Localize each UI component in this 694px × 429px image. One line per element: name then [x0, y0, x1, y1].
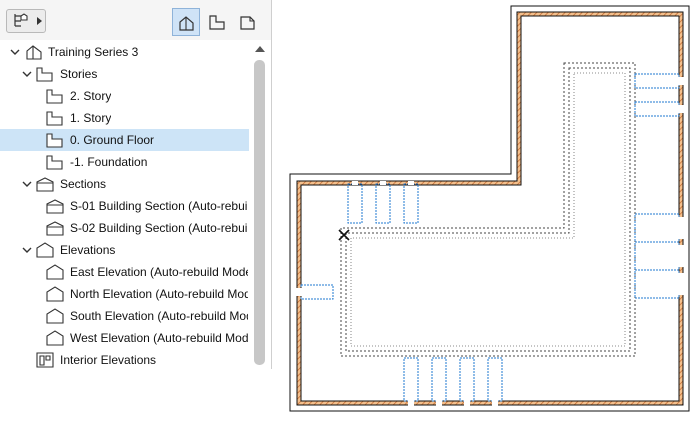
- chevron-down-icon[interactable]: [22, 69, 32, 79]
- story-icon: [46, 133, 63, 148]
- window[interactable]: [634, 101, 684, 117]
- view-map-icon: [209, 15, 225, 30]
- window[interactable]: [347, 181, 363, 224]
- scroll-up-icon[interactable]: [255, 46, 265, 52]
- tree-item-interior-elevations[interactable]: Interior Elevations: [0, 349, 249, 371]
- tree-label: S-02 Building Section (Auto-rebuild: [70, 221, 248, 235]
- section-icon: [46, 221, 64, 236]
- window[interactable]: [403, 357, 419, 406]
- navigator-panel: Training Series 3 Stories 2. Story 1. St…: [0, 0, 272, 369]
- layout-book-icon: [240, 16, 255, 30]
- tree-item-elevations[interactable]: Elevations: [0, 239, 249, 261]
- tree-label: West Elevation (Auto-rebuild Mode: [70, 331, 248, 345]
- window[interactable]: [634, 213, 684, 243]
- dropdown-arrow-icon: [37, 17, 42, 25]
- story-icon: [46, 155, 63, 170]
- map-selector-button[interactable]: [6, 9, 46, 33]
- project-icon: [26, 45, 42, 60]
- tree-label: 2. Story: [70, 89, 112, 103]
- story-icon: [46, 111, 63, 126]
- window[interactable]: [487, 357, 503, 406]
- tree-label: Training Series 3: [48, 45, 139, 59]
- exterior-walls[interactable]: [296, 11, 684, 406]
- project-map-view-button[interactable]: [172, 8, 200, 36]
- elevation-icon: [46, 286, 64, 302]
- tree-item-project[interactable]: Training Series 3: [0, 41, 249, 63]
- tree-label: Interior Elevations: [60, 353, 157, 367]
- project-tree: Training Series 3 Stories 2. Story 1. St…: [0, 40, 249, 369]
- stories-icon: [36, 67, 53, 82]
- tree-item-story-1[interactable]: 1. Story: [0, 107, 249, 129]
- crosshair-cursor-icon: [338, 229, 350, 241]
- section-icon: [46, 199, 64, 214]
- elevations-icon: [36, 242, 54, 258]
- tree-item-elevation-west[interactable]: West Elevation (Auto-rebuild Mode: [0, 327, 249, 349]
- tree-label: North Elevation (Auto-rebuild Mod: [70, 287, 248, 301]
- tree-item-elevation-east[interactable]: East Elevation (Auto-rebuild Model: [0, 261, 249, 283]
- tree-item-sections[interactable]: Sections: [0, 173, 249, 195]
- tree-item-section-s01[interactable]: S-01 Building Section (Auto-rebuild: [0, 195, 249, 217]
- scrollbar-thumb[interactable]: [254, 60, 265, 365]
- project-map-icon: [14, 13, 28, 27]
- building-outline: [289, 5, 690, 412]
- tree-item-elevation-south[interactable]: South Elevation (Auto-rebuild Mod: [0, 305, 249, 327]
- navigator-toolbar: [0, 0, 271, 40]
- tree-item-section-s02[interactable]: S-02 Building Section (Auto-rebuild: [0, 217, 249, 239]
- sections-icon: [36, 177, 54, 192]
- slab-outline-outer: [340, 62, 636, 357]
- tree-label: Elevations: [60, 243, 116, 257]
- tree-item-story-foundation[interactable]: -1. Foundation: [0, 151, 249, 173]
- interior-elevations-icon: [36, 352, 54, 368]
- window[interactable]: [634, 269, 684, 299]
- tree-label: South Elevation (Auto-rebuild Mod: [70, 309, 248, 323]
- layout-book-button[interactable]: [234, 8, 262, 36]
- story-icon: [46, 89, 63, 104]
- window[interactable]: [403, 181, 419, 224]
- tree-label: 0. Ground Floor: [70, 133, 155, 147]
- tree-label: Stories: [60, 67, 98, 81]
- window[interactable]: [459, 357, 475, 406]
- floor-plan-canvas[interactable]: [272, 0, 694, 429]
- window[interactable]: [634, 241, 684, 271]
- slab-outline-inner: [345, 67, 631, 352]
- elevation-icon: [46, 330, 64, 346]
- tree-label: -1. Foundation: [70, 155, 148, 169]
- window[interactable]: [634, 73, 684, 89]
- tree-label: S-01 Building Section (Auto-rebuild: [70, 199, 248, 213]
- window[interactable]: [431, 357, 447, 406]
- chevron-down-icon[interactable]: [22, 179, 32, 189]
- project-map-view-icon: [179, 16, 194, 31]
- chevron-down-icon[interactable]: [10, 47, 20, 57]
- tree-item-story-ground-floor[interactable]: 0. Ground Floor: [0, 129, 249, 151]
- window[interactable]: [375, 181, 391, 224]
- tree-item-stories[interactable]: Stories: [0, 63, 249, 85]
- tree-item-elevation-north[interactable]: North Elevation (Auto-rebuild Mod: [0, 283, 249, 305]
- elevation-icon: [46, 308, 64, 324]
- tree-item-story-2[interactable]: 2. Story: [0, 85, 249, 107]
- elevation-icon: [46, 264, 64, 280]
- chevron-down-icon[interactable]: [22, 245, 32, 255]
- view-map-button[interactable]: [203, 8, 231, 36]
- slab-outline-innermost: [350, 72, 626, 347]
- tree-label: Sections: [60, 177, 107, 191]
- window[interactable]: [296, 284, 334, 300]
- tree-scrollbar[interactable]: [249, 40, 271, 369]
- tree-label: 1. Story: [70, 111, 112, 125]
- tree-label: East Elevation (Auto-rebuild Model: [70, 265, 248, 279]
